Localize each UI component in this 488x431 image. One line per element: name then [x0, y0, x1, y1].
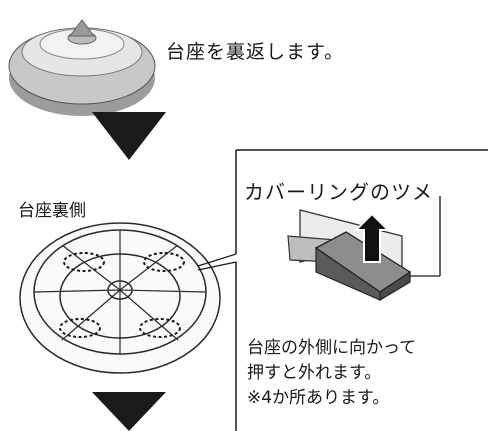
stand-base-front-illustration: [8, 19, 156, 116]
callout-note-line: 台座の外側に向かって: [247, 338, 417, 358]
callout-note-line: ※4か所あります。: [247, 388, 390, 408]
callout-note: 台座の外側に向かって 押すと外れます。 ※4か所あります。: [247, 336, 416, 411]
down-arrow-icon: [92, 112, 166, 160]
callout-note-line: 押すと外れます。: [247, 363, 382, 383]
step1-instruction: 台座を裏返します。: [166, 41, 345, 63]
callout-box: [235, 149, 488, 431]
stand-base-bottom-illustration: [19, 222, 221, 374]
down-arrow-icon: [92, 392, 166, 431]
callout-pointer: [197, 253, 237, 271]
callout-title: カバーリングのツメ: [244, 180, 433, 204]
up-arrow-icon: [353, 212, 391, 263]
tab-location-markers: [59, 252, 185, 338]
base-bottom-label: 台座裏側: [18, 201, 86, 221]
